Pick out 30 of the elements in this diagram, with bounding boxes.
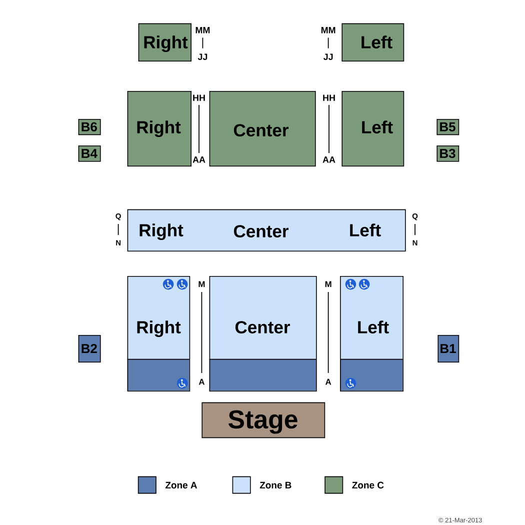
- section-box: Right: [126, 276, 190, 392]
- section-label: Center: [234, 225, 288, 238]
- section-box: Center: [208, 276, 317, 392]
- section-label: Right: [140, 224, 184, 240]
- row-label: M: [198, 281, 205, 288]
- row-label: HH: [193, 94, 205, 101]
- legend-label: Zone B: [260, 482, 292, 488]
- section-box: Right: [127, 91, 192, 166]
- row-label: A: [198, 378, 205, 385]
- row-label: AA: [322, 156, 336, 163]
- section-box: Right: [138, 23, 192, 62]
- seat-box: B3: [436, 146, 460, 162]
- seat-box: B2: [78, 335, 101, 362]
- legend-label: Zone C: [352, 482, 384, 488]
- section-box: Left: [340, 276, 404, 392]
- row-label: HH: [323, 94, 335, 101]
- seat-box: B1: [438, 335, 460, 362]
- row-label: A: [325, 378, 332, 385]
- row-label: JJ: [323, 54, 333, 60]
- section-box: Left: [342, 23, 404, 62]
- seat-box: B4: [78, 146, 101, 162]
- row-label: AA: [192, 156, 206, 163]
- section-label: Left: [350, 224, 381, 236]
- seat-box: B5: [436, 119, 460, 136]
- section-box: Left: [342, 91, 404, 166]
- section-box: Center: [209, 91, 316, 166]
- seat-box: B6: [78, 119, 101, 136]
- stage-box: Stage: [202, 402, 326, 438]
- row-label: M: [325, 281, 332, 288]
- legend-label: Zone A: [165, 482, 198, 488]
